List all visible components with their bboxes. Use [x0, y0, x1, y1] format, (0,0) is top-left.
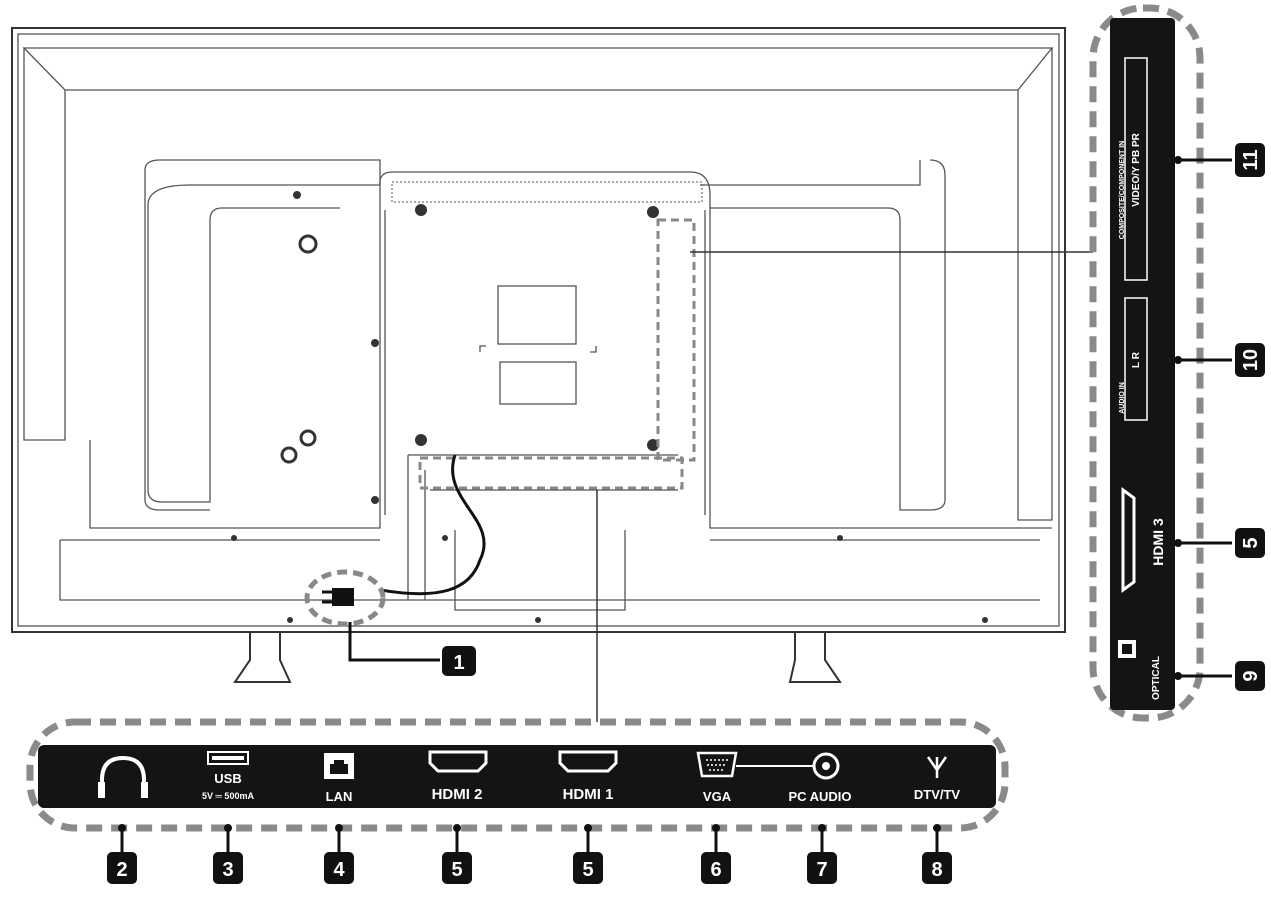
bottom-callouts: 2 3 4 5 5 6 7 8: [107, 824, 952, 884]
callout-port-3: 4: [324, 824, 354, 884]
composite-jacks-label: VIDEO/Y PB PR: [1131, 132, 1142, 207]
hdmi-port-icon: [1121, 487, 1136, 593]
callout-port-2: 3: [213, 824, 243, 884]
audio-jack-icon: [812, 752, 840, 780]
callout-number: 3: [222, 859, 233, 881]
callout-composite: 11: [1174, 143, 1265, 177]
bottom-connector-panel: USB 5V ═ 500mA LAN HDMI 2 HDMI 1 VGA PC …: [26, 718, 1009, 832]
side-connector-panel: VIDEO/Y PB PR COMPOSITE/COMPONENT IN L R…: [1089, 4, 1204, 722]
port-label-pc-audio: PC AUDIO: [788, 789, 851, 804]
port-label-optical: OPTICAL: [1151, 656, 1162, 700]
usb-port-icon: [207, 751, 249, 765]
callout-port-1: 2: [107, 824, 137, 884]
callout-number: 1: [453, 652, 464, 674]
port-sublabel-usb: 5V ═ 500mA: [202, 791, 254, 801]
port-label-lan: LAN: [326, 789, 353, 804]
callout-number: 8: [931, 859, 942, 881]
port-label-hdmi1: HDMI 1: [563, 786, 614, 803]
callout-number: 10: [1240, 349, 1262, 371]
hdmi-port-icon: [428, 750, 618, 773]
callout-number: 5: [451, 859, 462, 881]
audio-in-jacks-label: L R: [1131, 351, 1142, 368]
tv-back-outline: [11, 27, 1066, 633]
callout-number: 7: [816, 859, 827, 881]
headphone-icon: [98, 755, 148, 798]
callout-number: 6: [710, 859, 721, 881]
side-callouts: 11 10 5 9: [1174, 143, 1265, 691]
port-label-dtv: DTV/TV: [914, 787, 961, 802]
composite-title: COMPOSITE/COMPONENT IN: [1119, 141, 1126, 239]
callout-hdmi3: 5: [1174, 528, 1265, 558]
callout-port-4: 5: [442, 824, 472, 884]
vga-port-icon: [696, 751, 815, 778]
callout-port-6: 6: [701, 824, 731, 884]
tv-stands: [233, 632, 842, 683]
callout-number: 4: [333, 859, 345, 881]
antenna-icon: [926, 756, 948, 778]
callout-number: 5: [1240, 537, 1262, 548]
audio-in-title: AUDIO IN: [1119, 382, 1126, 414]
callout-optical: 9: [1174, 661, 1265, 691]
port-label-hdmi2: HDMI 2: [432, 786, 483, 803]
callout-port-5: 5: [573, 824, 603, 884]
callout-number: 9: [1240, 670, 1262, 681]
port-label-vga: VGA: [703, 789, 732, 804]
power-cord-callout: 1: [304, 569, 476, 676]
callout-port-8: 8: [922, 824, 952, 884]
ethernet-port-icon: [324, 753, 354, 779]
callout-port-7: 7: [807, 824, 837, 884]
power-plug-icon: [332, 588, 354, 606]
callout-number: 2: [116, 859, 127, 881]
port-label-usb: USB: [214, 771, 241, 786]
callout-number: 11: [1240, 149, 1262, 170]
callout-number: 5: [582, 859, 593, 881]
callout-audio-in: 10: [1174, 343, 1265, 377]
port-label-hdmi3: HDMI 3: [1150, 518, 1166, 566]
